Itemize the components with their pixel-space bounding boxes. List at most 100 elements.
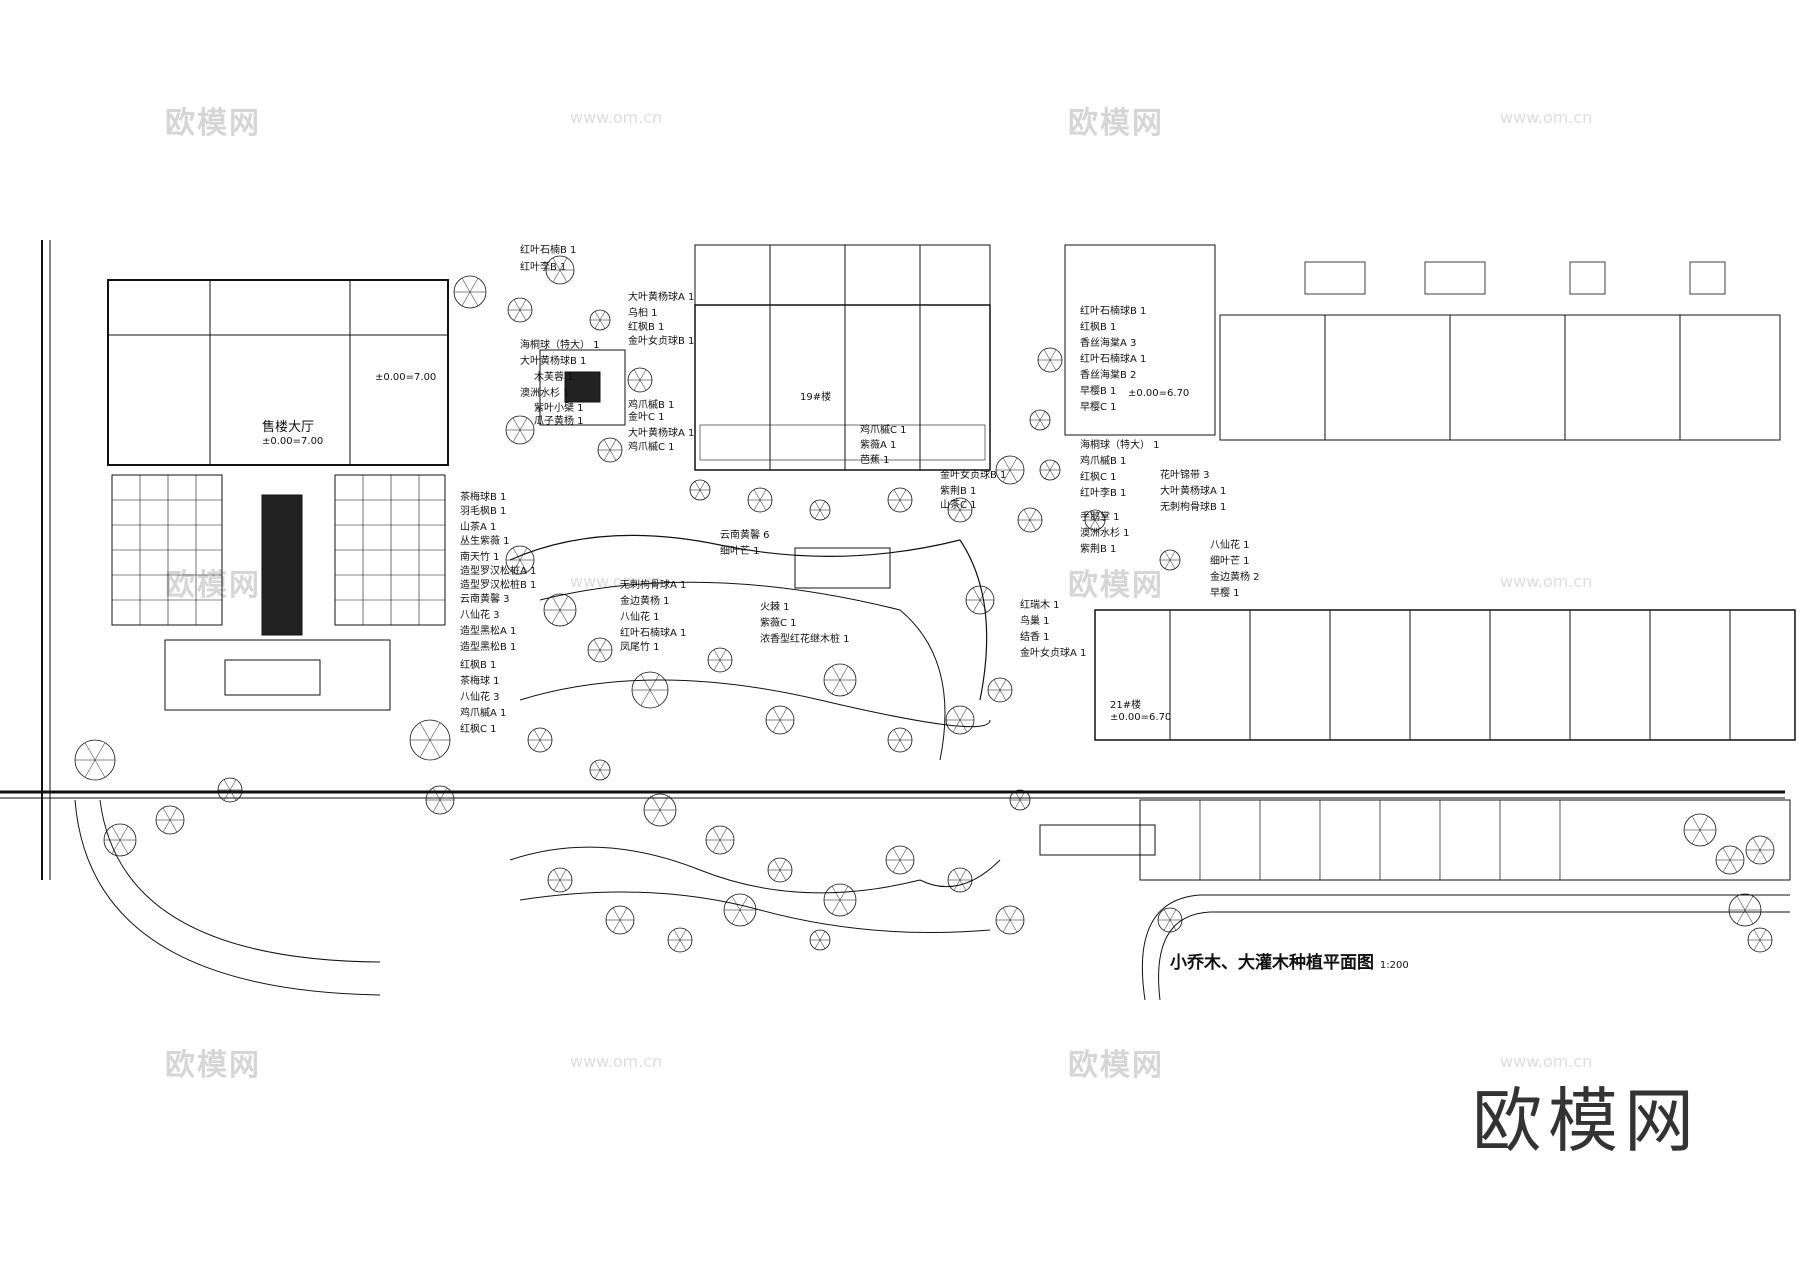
tree-symbol <box>543 593 577 627</box>
plant-label: 鸡爪槭B 1 <box>1080 456 1127 467</box>
plant-label: 紫叶小檗 1 <box>534 403 584 414</box>
plant-label: 红叶李B 1 <box>520 262 567 273</box>
tree-symbol <box>1728 893 1762 927</box>
tree-symbol <box>155 805 185 835</box>
plant-label: 造型黑松B 1 <box>460 642 517 653</box>
tree-symbol <box>1747 927 1773 953</box>
tree-symbol <box>809 499 831 521</box>
plant-label: 木芙蓉 1 <box>534 372 574 383</box>
plant-label: 鸡爪槭B 1 <box>628 400 675 411</box>
tree-symbol <box>1084 509 1106 531</box>
tree-symbol <box>597 437 623 463</box>
tree-symbol <box>667 927 693 953</box>
tree-symbol <box>1039 459 1061 481</box>
plant-label: 云南黄馨 6 <box>720 530 770 541</box>
plant-label: 澳洲水杉 1 <box>520 388 570 399</box>
tree-symbol <box>547 867 573 893</box>
plant-label: 红枫C 1 <box>460 724 497 735</box>
plant-label: 造型黑松A 1 <box>460 626 517 637</box>
plant-label: 无刺枸骨球B 1 <box>1160 502 1227 513</box>
tree-symbol <box>507 297 533 323</box>
tree-symbol <box>885 845 915 875</box>
drawing-scale: 1:200 <box>1379 960 1409 971</box>
plant-label: 凤尾竹 1 <box>620 642 660 653</box>
watermark-logo: 欧模网 <box>1068 1048 1164 1083</box>
plant-label: 红枫B 1 <box>1080 322 1117 333</box>
plant-label: 结香 1 <box>1020 632 1050 643</box>
tree-symbol <box>1029 409 1051 431</box>
plant-label: 金边黄杨 2 <box>1210 572 1260 583</box>
plant-label: 造型罗汉松桩A 1 <box>460 566 537 577</box>
tree-symbol <box>589 759 611 781</box>
plant-label: 鸡爪槭C 1 <box>628 442 675 453</box>
tree-symbol <box>823 883 857 917</box>
tree-symbol <box>947 497 973 523</box>
watermark-url: www.om.cn <box>570 108 663 127</box>
tree-symbol <box>587 637 613 663</box>
watermark-logo: 欧模网 <box>165 568 261 603</box>
plant-label: 紫荆B 1 <box>940 486 977 497</box>
tree-symbol <box>707 647 733 673</box>
plant-label: 金叶女贞球B 1 <box>940 470 1007 481</box>
tree-symbol <box>1159 549 1181 571</box>
plant-label: 红叶石楠球A 1 <box>1080 354 1147 365</box>
plant-label: 香丝海棠B 2 <box>1080 370 1137 381</box>
plant-label: 瓜子黄杨 1 <box>534 416 584 427</box>
plant-label: 红叶石楠球A 1 <box>620 628 687 639</box>
tree-symbol <box>767 857 793 883</box>
plant-label: 金边黄杨 1 <box>620 596 670 607</box>
tree-symbol <box>605 905 635 935</box>
plant-label: 手鹅掌 1 <box>1080 512 1120 523</box>
plant-label: 澳洲水杉 1 <box>1080 528 1130 539</box>
watermark-url: www.om.cn <box>1500 108 1593 127</box>
tree-symbol <box>1715 845 1745 875</box>
tree-symbol <box>947 867 973 893</box>
plant-label: 海桐球（特大） 1 <box>520 340 600 351</box>
plant-label: 花叶锦带 3 <box>1160 470 1210 481</box>
hall-name-label: 售楼大厅 <box>262 420 315 435</box>
plant-label: 火棘 1 <box>760 602 790 613</box>
plant-label: 鸟巢 1 <box>1020 616 1050 627</box>
plant-label: 芭蕉 1 <box>860 455 890 466</box>
watermark-url: www.om.cn <box>1500 572 1593 591</box>
tree-symbol <box>217 777 243 803</box>
plant-label: 山茶A 1 <box>460 522 497 533</box>
plant-label: 茶梅球 1 <box>460 676 500 687</box>
tree-symbol <box>995 455 1025 485</box>
plant-label: 八仙花 3 <box>460 692 500 703</box>
tree-symbol <box>995 905 1025 935</box>
drawing-title: 小乔木、大灌木种植平面图 1:200 <box>1170 948 1409 973</box>
tree-symbol <box>527 727 553 753</box>
plant-label: 海桐球（特大） 1 <box>1080 440 1160 451</box>
tree-symbol <box>1037 347 1063 373</box>
tree-symbol <box>723 893 757 927</box>
tree-symbol <box>1745 835 1775 865</box>
watermark-url: www.om.cn <box>570 1052 663 1071</box>
tree-symbol <box>1009 789 1031 811</box>
plant-label: 大叶黄杨球A 1 <box>628 292 695 303</box>
plant-label: 红枫B 1 <box>460 660 497 671</box>
hall-elevation-label-2: ±0.00=7.00 <box>375 372 437 383</box>
tree-symbol <box>505 415 535 445</box>
hall-elevation-label: ±0.00=7.00 <box>262 436 324 447</box>
tree-symbol <box>823 663 857 697</box>
plant-label: 鸡爪槭C 1 <box>860 425 907 436</box>
plant-label: 金叶C 1 <box>628 412 665 423</box>
tree-symbol <box>1017 507 1043 533</box>
plant-label: 丛生紫薇 1 <box>460 536 510 547</box>
watermark-logo: 欧模网 <box>1068 106 1164 141</box>
drawing-title-text: 小乔木、大灌木种植平面图 <box>1170 953 1374 973</box>
tree-symbol <box>887 487 913 513</box>
plant-label: 山茶C 1 <box>940 500 977 511</box>
plant-label: 早樱 1 <box>1210 588 1240 599</box>
plant-label: 大叶黄杨球B 1 <box>520 356 587 367</box>
watermark-logo: 欧模网 <box>1068 568 1164 603</box>
plant-label: 大叶黄杨球A 1 <box>1160 486 1227 497</box>
watermark-url: www.om.cn <box>1500 1052 1593 1071</box>
plant-label: 南天竹 1 <box>460 552 500 563</box>
plant-label: 造型罗汉松桩B 1 <box>460 580 537 591</box>
plant-label: 红叶李B 1 <box>1080 488 1127 499</box>
building-21-label: 21#楼 <box>1110 700 1142 711</box>
tree-symbol <box>965 585 995 615</box>
